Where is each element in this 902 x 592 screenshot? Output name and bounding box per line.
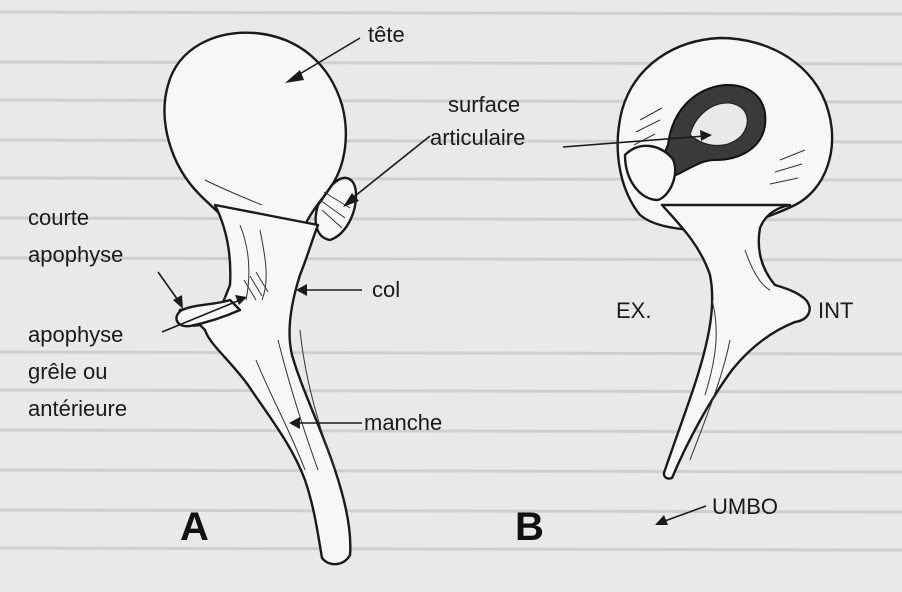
panel-letter-b: B (515, 505, 544, 549)
malleus-view-a (165, 33, 356, 564)
panel-letter-a: A (180, 505, 209, 549)
label-tete: tête (368, 22, 405, 47)
label-apophyse-courte: apophyse (28, 242, 123, 267)
label-col: col (372, 277, 400, 302)
label-surface: surface (448, 92, 520, 117)
label-umbo: UMBO (712, 494, 778, 519)
label-manche: manche (364, 410, 442, 435)
malleus-neck-handle-b (662, 205, 810, 479)
label-apophyse-grele-1: apophyse (28, 322, 123, 347)
label-articulaire: articulaire (430, 125, 525, 150)
label-ex: EX. (616, 298, 651, 323)
label-int: INT (818, 298, 853, 323)
malleus-head-a (165, 33, 346, 225)
label-courte: courte (28, 205, 89, 230)
label-apophyse-grele-2: grêle ou (28, 359, 108, 384)
label-apophyse-grele-3: antérieure (28, 396, 127, 421)
